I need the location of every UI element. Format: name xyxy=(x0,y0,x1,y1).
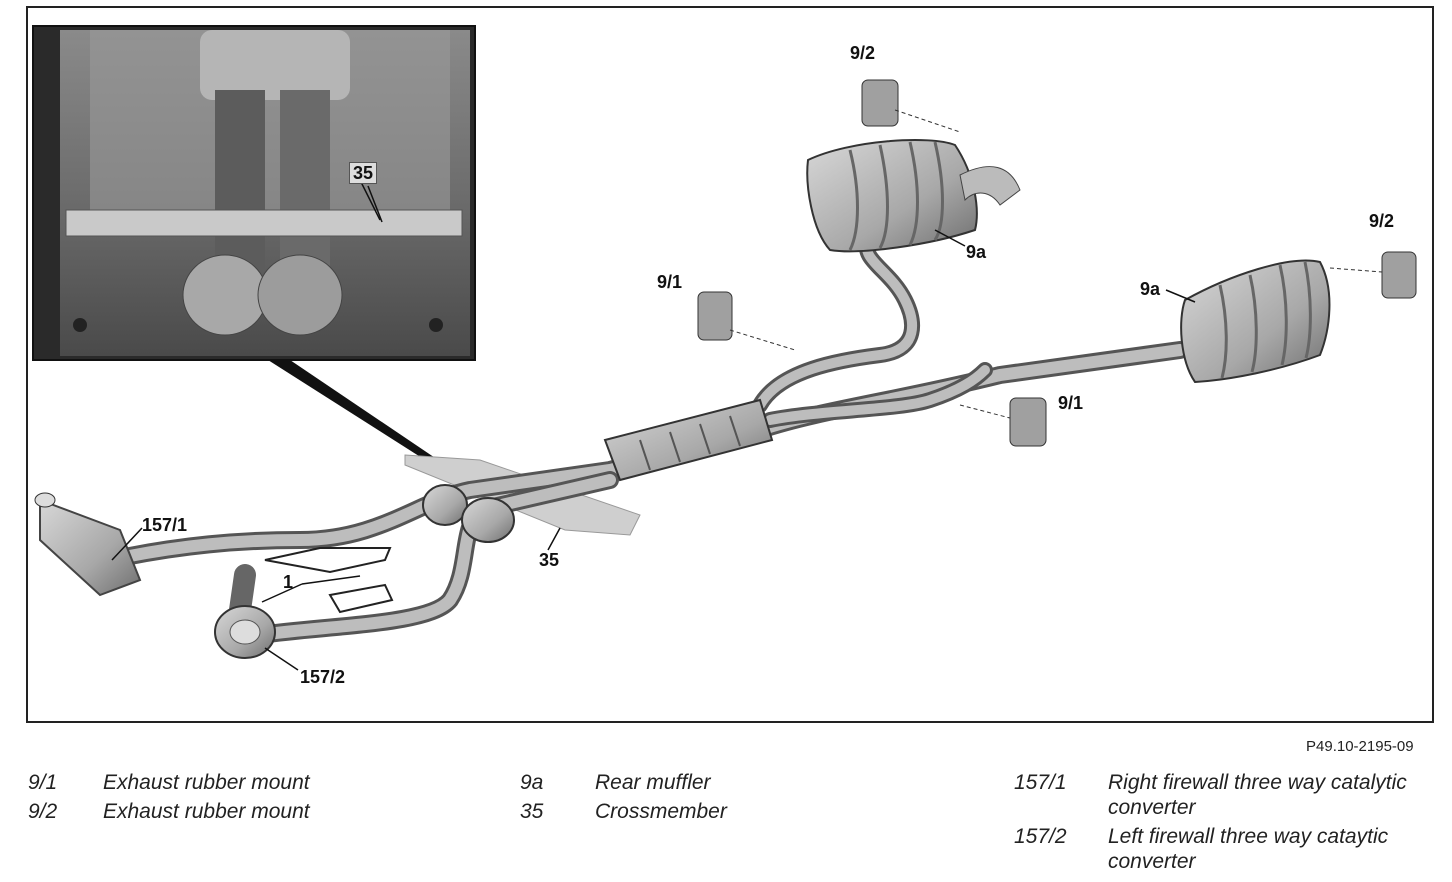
callout-9-1-right: 9/1 xyxy=(1058,393,1084,413)
legend-desc: Left firewall three way cataytic convert… xyxy=(1108,825,1389,873)
rear-muffler-right xyxy=(1180,259,1331,384)
legend-code: 35 xyxy=(520,800,544,823)
legend-code: 9/1 xyxy=(28,771,58,794)
callout-9a-right: 9a xyxy=(1140,279,1161,299)
rubber-mount-9-1-right xyxy=(959,397,1047,447)
callout-157-2: 157/2 xyxy=(300,667,346,687)
rubber-mount-9-1-left xyxy=(697,291,796,351)
leader-lines xyxy=(111,185,1196,671)
legend-desc: Rear muffler xyxy=(595,771,711,794)
callout-9-1-left: 9/1 xyxy=(657,272,683,292)
catalytic-converter-left xyxy=(214,605,276,659)
legend-desc: Crossmember xyxy=(595,800,727,823)
callout-9-2-right: 9/2 xyxy=(1369,211,1395,231)
legend-desc: Right firewall three way catalytic conve… xyxy=(1108,771,1407,819)
center-resonator xyxy=(603,398,774,482)
rubber-mount-9-2-top xyxy=(861,79,961,133)
legend-desc: Exhaust rubber mount xyxy=(103,800,310,823)
callout-35-crossmember: 35 xyxy=(539,550,560,570)
inset-pointer xyxy=(268,360,450,472)
rubber-mount-9-2-right xyxy=(1329,251,1417,299)
legend-code: 9/2 xyxy=(28,800,58,823)
rear-muffler-upper xyxy=(806,139,1021,253)
callout-9-2-top: 9/2 xyxy=(850,43,876,63)
figure-id: P49.10-2195-09 xyxy=(1306,738,1414,755)
legend-code: 9a xyxy=(520,771,544,794)
catalytic-converter-right xyxy=(34,492,142,597)
legend-code: 157/2 xyxy=(1014,825,1067,848)
legend-desc: Exhaust rubber mount xyxy=(103,771,310,794)
callout-1: 1 xyxy=(283,572,294,592)
inset-photo xyxy=(32,25,476,361)
callout-35-inset: 35 xyxy=(349,162,378,184)
callout-157-1: 157/1 xyxy=(142,515,188,535)
callout-9a-upper: 9a xyxy=(966,242,987,262)
legend-code: 157/1 xyxy=(1014,771,1067,794)
bracket-supports xyxy=(264,547,394,614)
catalytic-converter-center xyxy=(422,484,515,543)
